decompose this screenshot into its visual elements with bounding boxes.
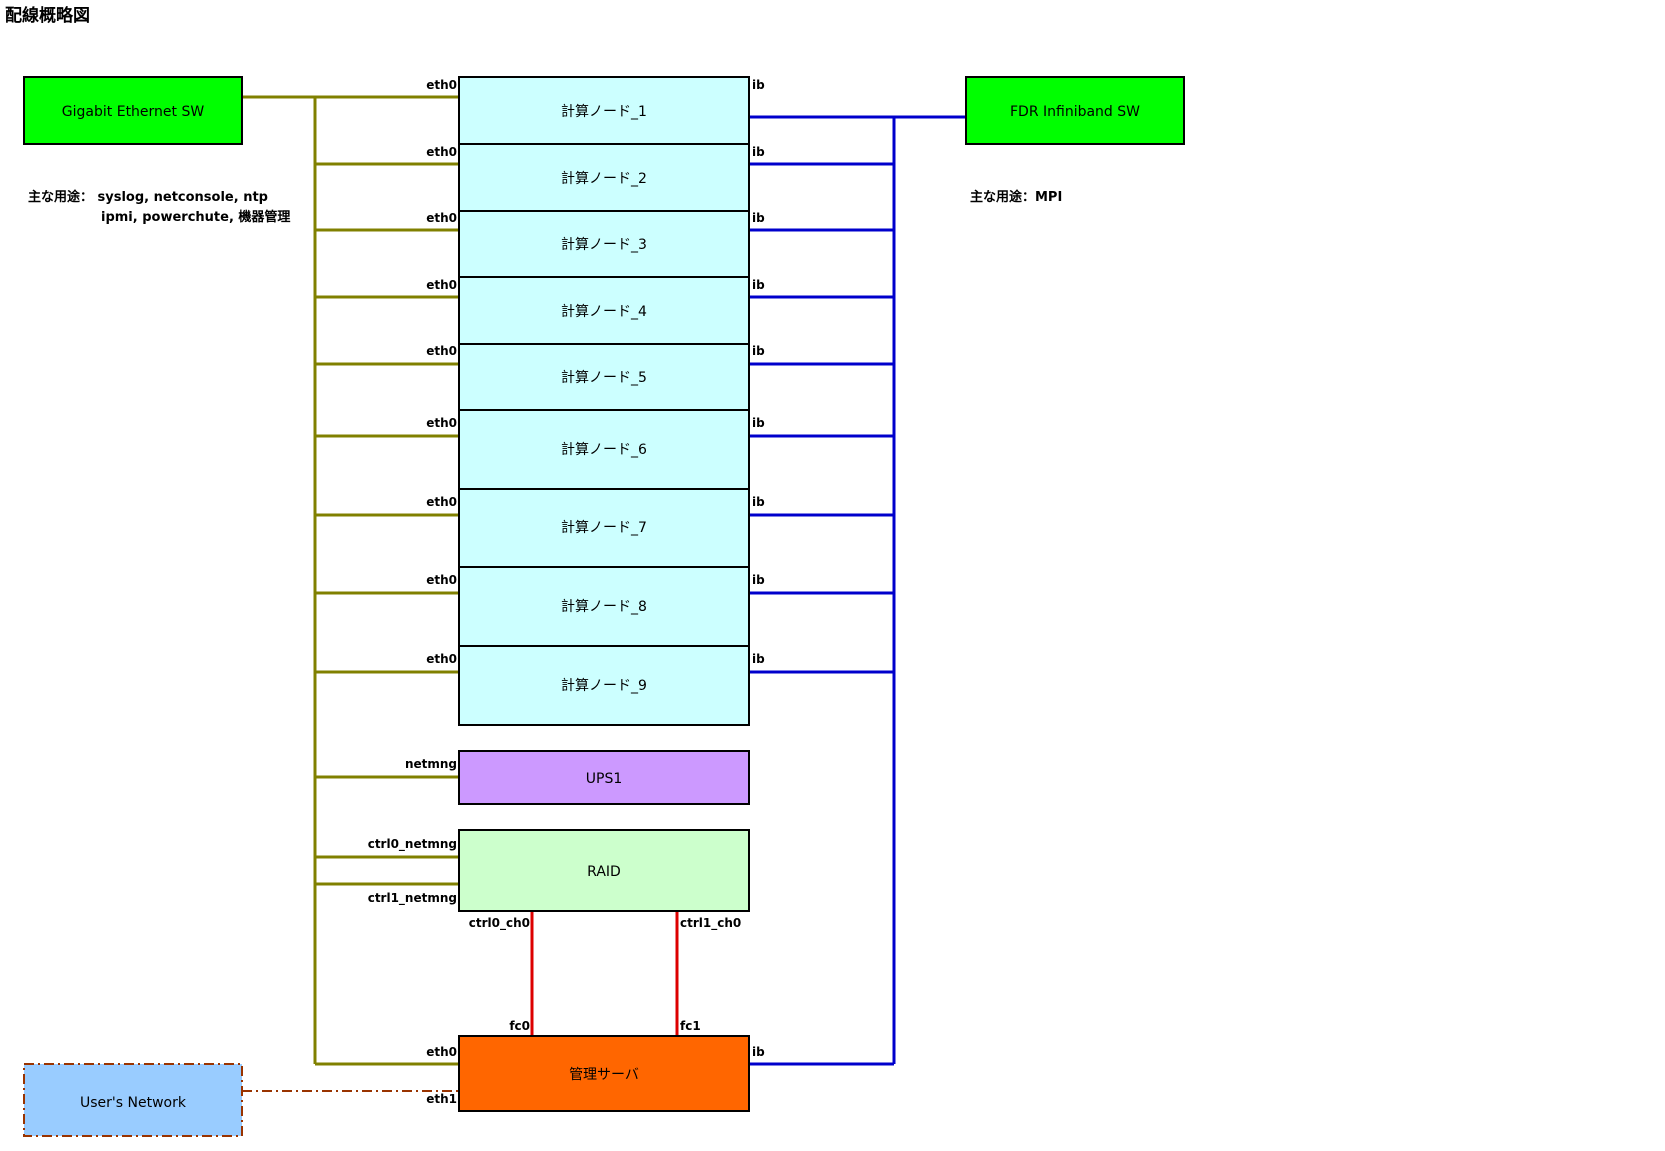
compute-node-label: 計算ノード_5 (561, 370, 647, 386)
infiniband-switch-label: FDR Infiniband SW (1010, 104, 1140, 120)
compute-node-box (458, 566, 750, 647)
eth-port-label: eth0 (426, 573, 457, 587)
compute-node-stack: 計算ノード_1 eth0 ib 計算ノード_2 eth0 ib 計算ノード_3 … (426, 76, 765, 726)
gigabit-switch-label: Gigabit Ethernet SW (62, 104, 205, 120)
fc-links (530, 911, 679, 1036)
eth-port-label: eth0 (426, 211, 457, 225)
ib-port-label: ib (752, 78, 765, 92)
raid-label: RAID (587, 864, 621, 880)
eth-port-label: eth0 (426, 78, 457, 92)
raid-ctrl1-netmng-label: ctrl1_netmng (368, 891, 457, 906)
compute-node-label: 計算ノード_2 (561, 171, 647, 187)
compute-node-label: 計算ノード_1 (561, 104, 647, 120)
compute-node-label: 計算ノード_6 (561, 442, 647, 458)
compute-node[interactable]: 計算ノード_4 eth0 ib (426, 276, 765, 345)
mgmt-eth0-label: eth0 (426, 1045, 457, 1059)
users-network-box (23, 1063, 243, 1137)
ib-port-label: ib (752, 211, 765, 225)
raid-device[interactable]: RAID ctrl0_netmng ctrl1_netmng ctrl0_ch0… (368, 829, 750, 931)
users-network[interactable]: User's Network (23, 1063, 243, 1137)
compute-node-label: 計算ノード_8 (561, 599, 647, 615)
compute-node-box (458, 210, 750, 278)
compute-node[interactable]: 計算ノード_1 eth0 ib (426, 76, 765, 145)
eth-port-label: eth0 (426, 495, 457, 509)
gigabit-usage-note-line2: ipmi, powerchute, 機器管理 (101, 209, 290, 225)
eth-port-label: eth0 (426, 145, 457, 159)
ib-port-label: ib (752, 278, 765, 292)
raid-ctrl0-netmng-label: ctrl0_netmng (368, 837, 457, 852)
compute-node-label: 計算ノード_9 (561, 678, 647, 694)
users-network-label: User's Network (80, 1095, 187, 1111)
raid-box (458, 829, 750, 912)
compute-node[interactable]: 計算ノード_7 eth0 ib (426, 488, 765, 568)
ethernet-links (242, 95, 459, 1066)
mgmt-fc1-label: fc1 (680, 1019, 701, 1033)
infiniband-usage-note: 主な用途：MPI (970, 189, 1062, 205)
ib-port-label: ib (752, 652, 765, 666)
ups-port-label: netmng (405, 757, 457, 771)
compute-node-label: 計算ノード_3 (561, 237, 647, 253)
ib-port-label: ib (752, 573, 765, 587)
ib-port-label: ib (752, 145, 765, 159)
mgmt-fc0-label: fc0 (509, 1019, 530, 1033)
management-server[interactable]: 管理サーバ fc0 fc1 eth0 eth1 ib (426, 1019, 765, 1112)
ups-label: UPS1 (586, 771, 622, 787)
compute-node[interactable]: 計算ノード_8 eth0 ib (426, 566, 765, 647)
mgmt-ib-label: ib (752, 1045, 765, 1059)
ups-box (458, 750, 750, 805)
ib-port-label: ib (752, 416, 765, 430)
compute-node[interactable]: 計算ノード_2 eth0 ib (426, 143, 765, 212)
ib-port-label: ib (752, 495, 765, 509)
compute-node[interactable]: 計算ノード_9 eth0 ib (426, 645, 765, 726)
compute-node-box (458, 276, 750, 345)
raid-ctrl0-ch0-label: ctrl0_ch0 (469, 916, 530, 931)
mgmt-eth1-label: eth1 (426, 1092, 457, 1106)
infiniband-switch-box (965, 76, 1185, 145)
ib-port-label: ib (752, 344, 765, 358)
management-server-box (458, 1035, 750, 1112)
compute-node[interactable]: 計算ノード_3 eth0 ib (426, 210, 765, 278)
page-title: 配線概略図 (5, 5, 90, 26)
compute-node[interactable]: 計算ノード_6 eth0 ib (426, 409, 765, 490)
compute-node-label: 計算ノード_7 (561, 520, 647, 536)
infiniband-switch[interactable]: FDR Infiniband SW (965, 76, 1185, 145)
management-server-label: 管理サーバ (569, 1067, 639, 1083)
gigabit-switch-box (23, 76, 243, 145)
compute-node-box (458, 409, 750, 490)
compute-node-box (458, 488, 750, 568)
compute-node[interactable]: 計算ノード_5 eth0 ib (426, 343, 765, 411)
gigabit-usage-note-line1: 主な用途： syslog, netconsole, ntp (28, 189, 268, 205)
compute-node-label: 計算ノード_4 (561, 304, 647, 320)
compute-node-box (458, 645, 750, 726)
infiniband-links (749, 115, 966, 1066)
eth-port-label: eth0 (426, 344, 457, 358)
raid-ctrl1-ch0-label: ctrl1_ch0 (680, 916, 741, 931)
eth-port-label: eth0 (426, 416, 457, 430)
compute-node-box (458, 343, 750, 411)
gigabit-ethernet-switch[interactable]: Gigabit Ethernet SW (23, 76, 243, 145)
ups-device[interactable]: UPS1 netmng (405, 750, 750, 805)
eth-port-label: eth0 (426, 278, 457, 292)
eth-port-label: eth0 (426, 652, 457, 666)
compute-node-box (458, 76, 750, 145)
